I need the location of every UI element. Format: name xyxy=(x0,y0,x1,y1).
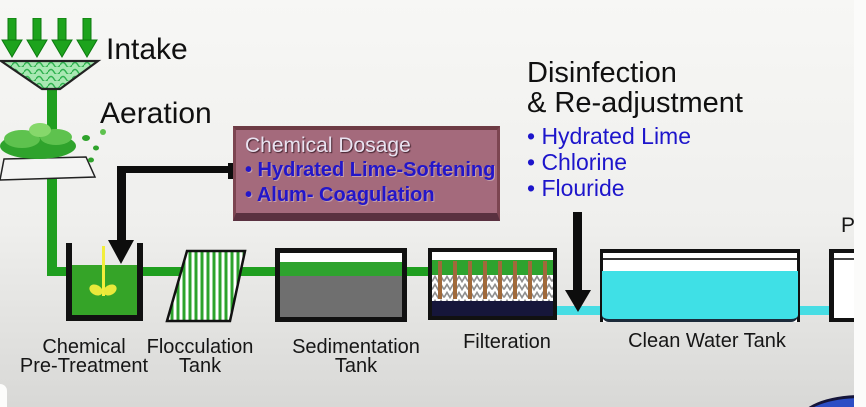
flocculation-tank-icon xyxy=(165,249,247,323)
intake-arrows-icon xyxy=(1,18,98,58)
filtration-water-layer xyxy=(432,260,553,275)
sedimentation-water-layer xyxy=(280,262,402,276)
disinfection-bullet-1: • Hydrated Lime xyxy=(527,123,692,149)
filter-rod-icon xyxy=(438,261,442,299)
chemical-dosage-title: Chemical Dosage xyxy=(245,134,411,157)
chemical-dosage-bullet-1: • Hydrated Lime-Softening xyxy=(245,159,496,181)
disinfection-block: Disinfection & Re-adjustment • Hydrated … xyxy=(527,58,743,201)
pipe-cleanwater-to-pump xyxy=(796,306,832,315)
filtration-label: Filteration xyxy=(463,331,551,353)
filter-rod-icon xyxy=(498,261,502,299)
intake-funnel-icon xyxy=(0,18,102,91)
aeration-splash-icon xyxy=(0,123,106,181)
dosage-connector-horizontal xyxy=(117,166,236,173)
aeration-label: Aeration xyxy=(100,97,212,130)
filter-rod-icon xyxy=(543,261,547,299)
filter-rod-icon xyxy=(453,261,457,299)
clean-water-tank-icon xyxy=(600,249,800,322)
clean-water-tank-inner-line xyxy=(603,258,797,260)
disinfection-bullet-2: • Chlorine xyxy=(527,149,628,175)
mixer-shaft-icon xyxy=(102,246,105,296)
disinfection-title-line2: & Re-adjustment xyxy=(527,87,743,119)
sedimentation-air-gap xyxy=(280,253,402,262)
frame-edge-strip-right xyxy=(854,0,866,407)
pump-tank-inner-line xyxy=(834,258,866,260)
chemical-dosage-bullet-2: • Alum- Coagulation xyxy=(245,184,435,206)
pipe-to-pretreatment xyxy=(47,267,77,276)
dosage-arrow-icon xyxy=(108,240,134,264)
sedimentation-sludge-layer xyxy=(280,276,402,317)
filtration-tank-icon xyxy=(428,248,557,320)
disinfection-arrow-icon xyxy=(565,290,591,312)
filter-rod-icon xyxy=(528,261,532,299)
filtration-gravel-layer xyxy=(432,301,553,316)
intake-label: Intake xyxy=(106,33,188,66)
filter-rod-icon xyxy=(513,261,517,299)
frame-corner-bottom-left xyxy=(0,384,7,407)
flocculation-label: Flocculation Tank xyxy=(146,336,254,377)
dosage-connector-vertical xyxy=(117,166,126,240)
chemical-dosage-panel: Chemical Dosage • Hydrated Lime-Softenin… xyxy=(233,126,500,221)
clean-water-label: Clean Water Tank xyxy=(628,330,786,352)
clean-water-liquid xyxy=(602,271,798,322)
dosage-connector-tab xyxy=(228,163,237,179)
pipe-sedimentation-to-filtration xyxy=(404,267,432,276)
disinfection-arrow-shaft xyxy=(573,212,582,292)
disinfection-bullet-3: • Flouride xyxy=(527,175,625,201)
pretreatment-label: Chemical Pre-Treatment xyxy=(19,336,149,377)
pipe-pretreatment-to-flocculation xyxy=(140,267,190,276)
aeration-plate-icon xyxy=(0,156,97,181)
disinfection-title-line1: Disinfection xyxy=(527,57,677,89)
filtration-sand-layer xyxy=(432,275,553,301)
filtration-air-gap xyxy=(432,252,553,260)
pipe-flocculation-to-sedimentation xyxy=(236,267,280,276)
pipe-intake-vertical xyxy=(47,88,57,276)
filter-rod-icon xyxy=(468,261,472,299)
filter-rod-icon xyxy=(483,261,487,299)
sedimentation-label: Sedimentation Tank xyxy=(292,336,420,377)
sedimentation-tank-icon xyxy=(275,248,407,322)
